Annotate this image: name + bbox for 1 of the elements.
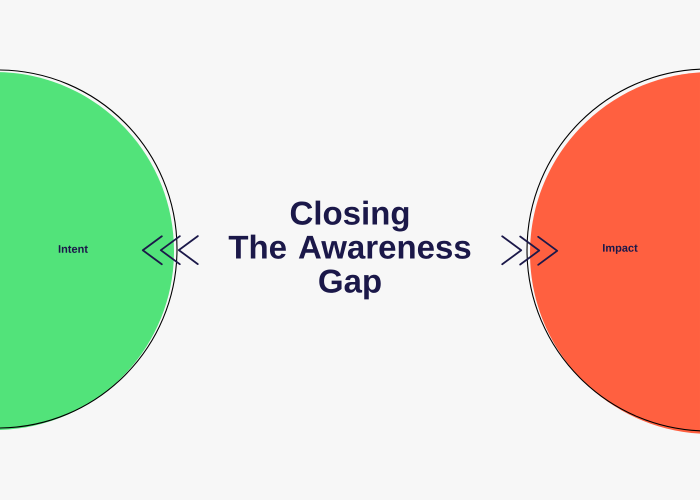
heading: Closing The Awareness Gap (228, 200, 470, 300)
